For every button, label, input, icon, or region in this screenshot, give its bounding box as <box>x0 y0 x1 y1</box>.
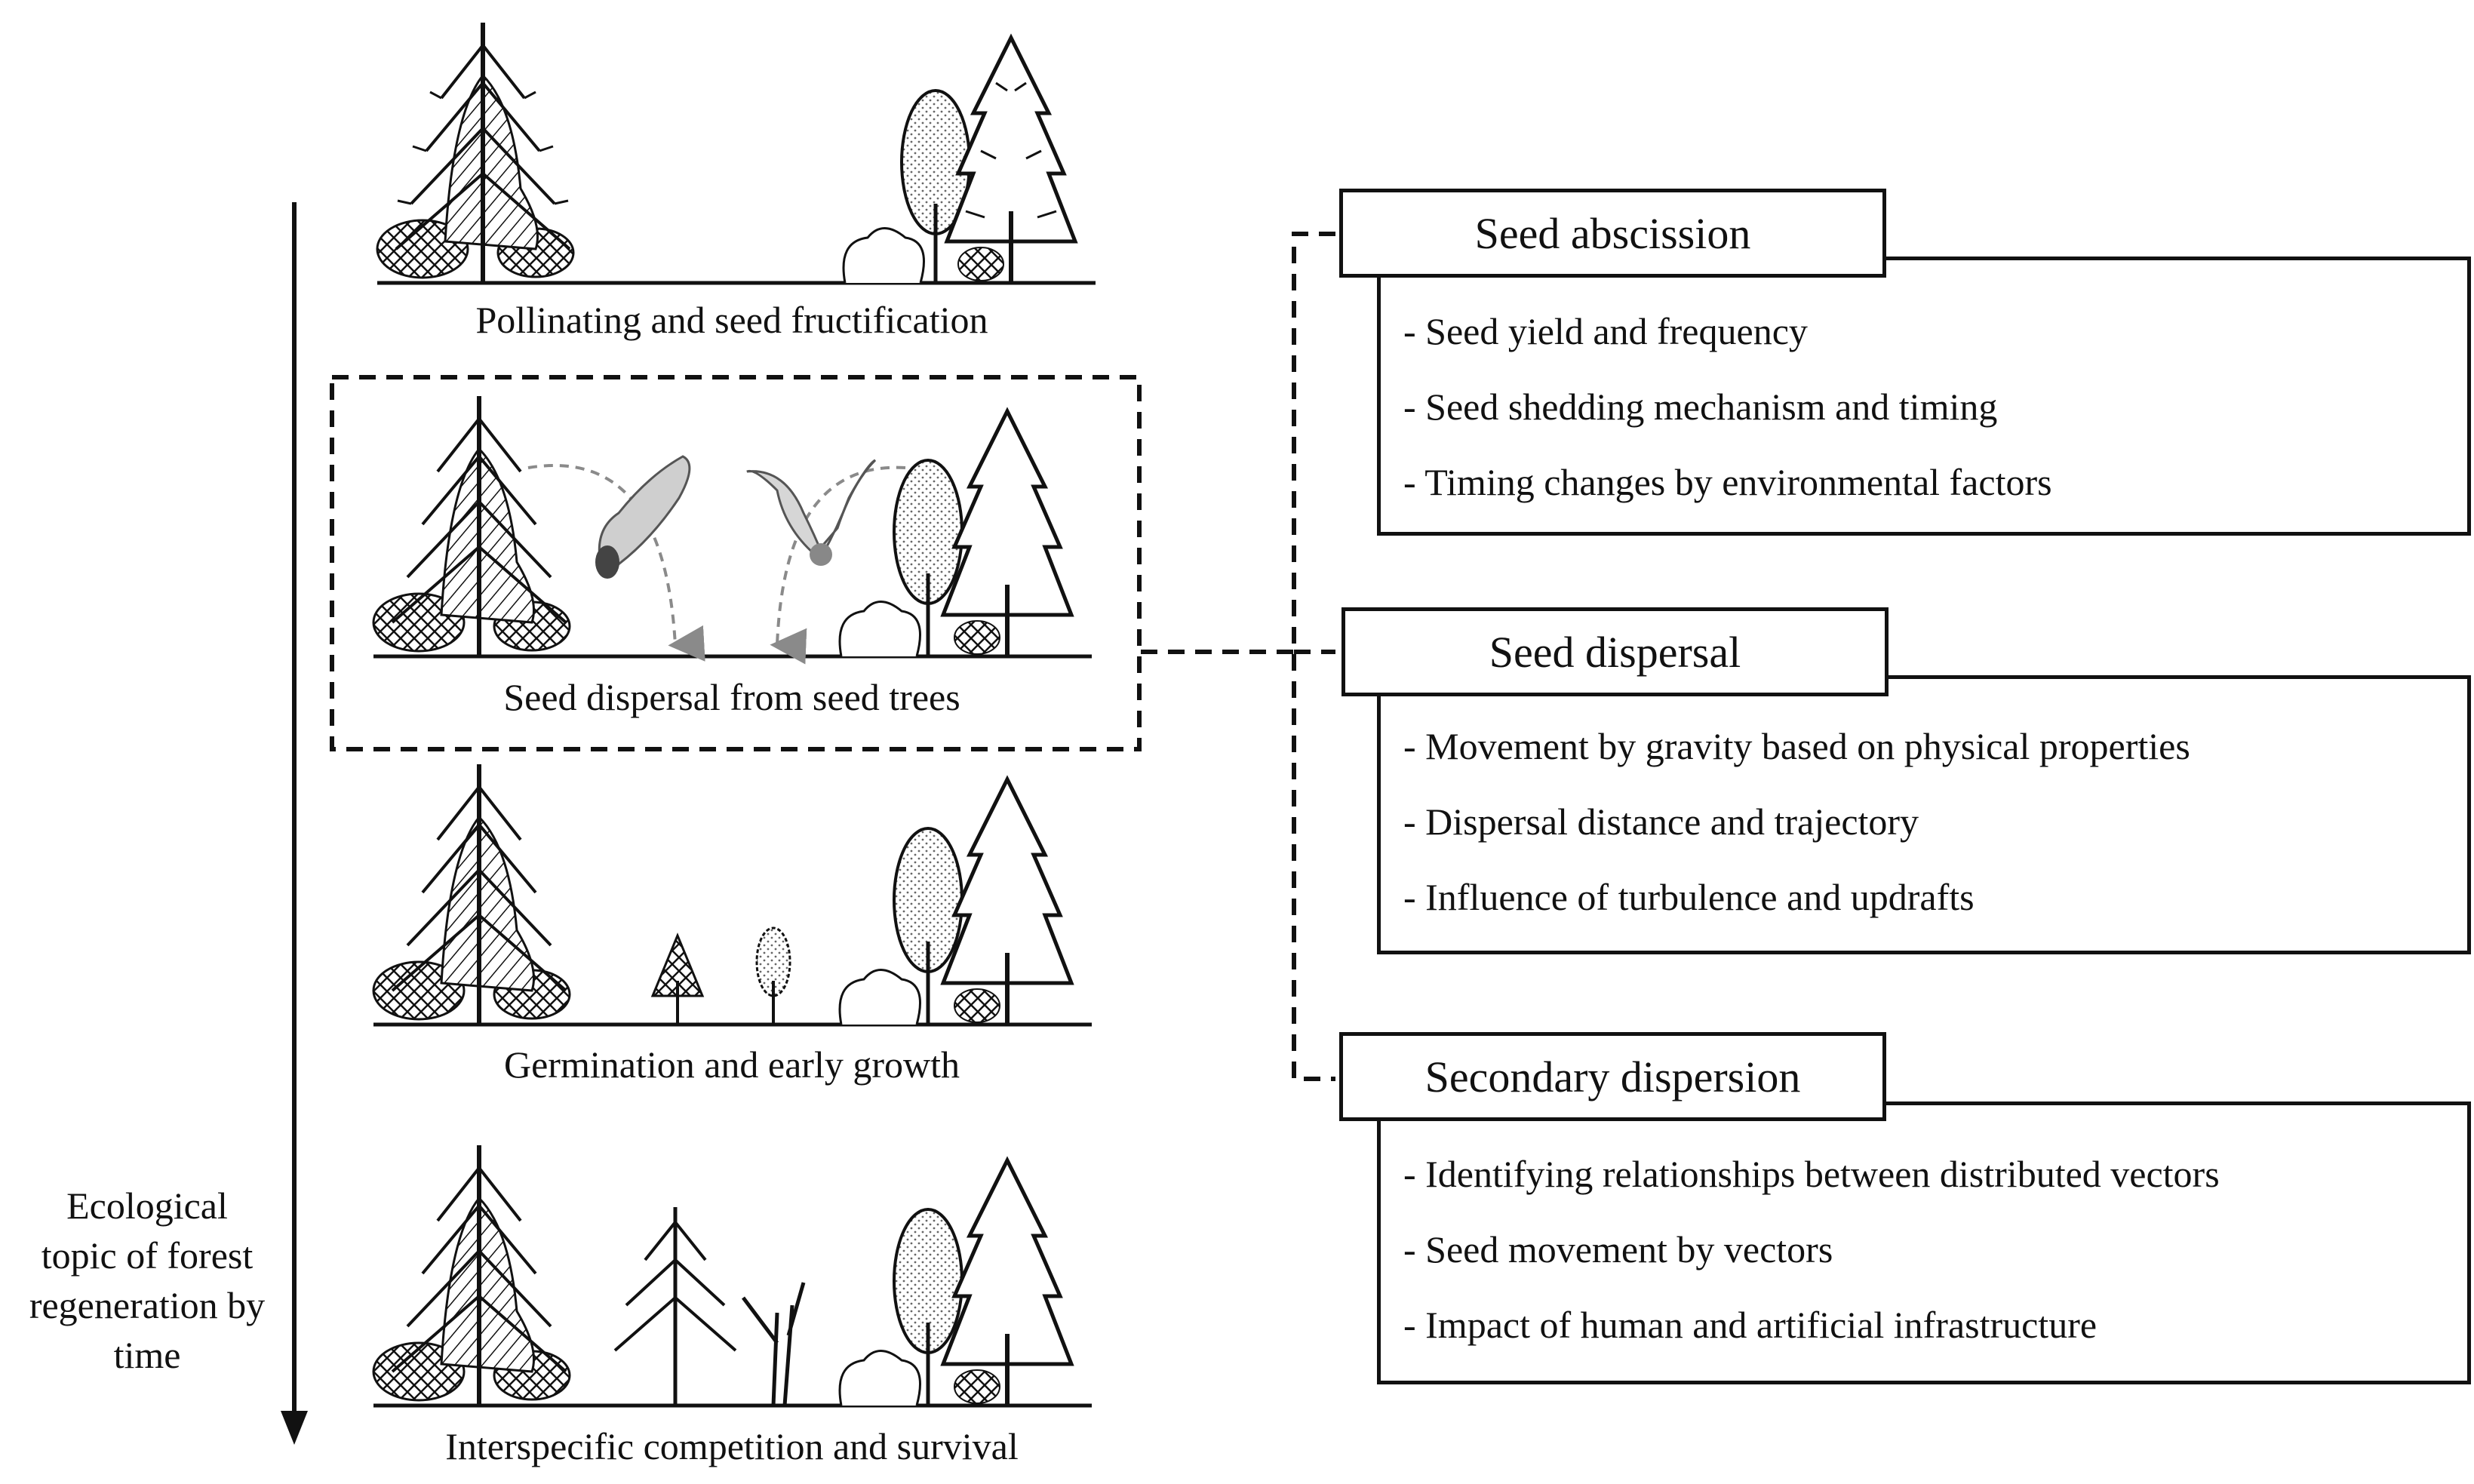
seedling-broadleaf <box>755 926 791 997</box>
axis-label-line: regeneration by <box>29 1284 266 1326</box>
stage-label-competition: Interspecific competition and survival <box>445 1425 1019 1467</box>
axis-label-line: topic of forest <box>41 1234 254 1277</box>
scene-pollination <box>376 23 1096 285</box>
axis-label-line: Ecological <box>66 1184 228 1227</box>
stage-label-germination: Germination and early growth <box>504 1043 960 1086</box>
stage-label-pollination: Pollinating and seed fructification <box>475 299 988 341</box>
highlight-frame <box>330 375 1142 751</box>
axis-label-line: time <box>113 1334 181 1376</box>
topic-box-seed-abscission: - Seed yield and frequency - Seed sheddi… <box>1377 257 2471 536</box>
topic-item: - Impact of human and artificial infrast… <box>1403 1304 2098 1346</box>
topic-item: - Movement by gravity based on physical … <box>1403 725 2190 767</box>
scene-competition <box>372 1145 1092 1408</box>
topic-title-seed-abscission: Seed abscission <box>1339 189 1886 278</box>
topic-box-secondary-dispersion: - Identifying relationships between dist… <box>1377 1101 2471 1384</box>
topic-box-seed-dispersal: - Movement by gravity based on physical … <box>1377 675 2471 954</box>
time-axis-arrow <box>281 202 308 1445</box>
topic-item: - Seed movement by vectors <box>1403 1228 1833 1270</box>
topic-title-secondary-dispersion: Secondary dispersion <box>1339 1032 1886 1121</box>
topic-item: - Identifying relationships between dist… <box>1403 1153 2220 1195</box>
topic-item: - Seed shedding mechanism and timing <box>1403 386 1998 428</box>
time-axis-label: Ecological topic of forest regeneration … <box>8 1181 287 1380</box>
topic-item: - Seed yield and frequency <box>1403 310 1808 352</box>
scene-seed-dispersal <box>372 396 1092 665</box>
topic-item: - Timing changes by environmental factor… <box>1403 461 2052 503</box>
scene-germination <box>372 764 1092 1027</box>
topic-item: - Influence of turbulence and updrafts <box>1403 876 1975 918</box>
connector-bracket <box>1141 232 1335 1081</box>
samara-seed-right <box>746 459 877 558</box>
bamboo-shoot <box>742 1282 806 1406</box>
topic-title-seed-dispersal: Seed dispersal <box>1341 607 1889 696</box>
stage-label-seed-dispersal: Seed dispersal from seed trees <box>503 676 960 718</box>
topic-item: - Dispersal distance and trajectory <box>1403 800 1919 843</box>
